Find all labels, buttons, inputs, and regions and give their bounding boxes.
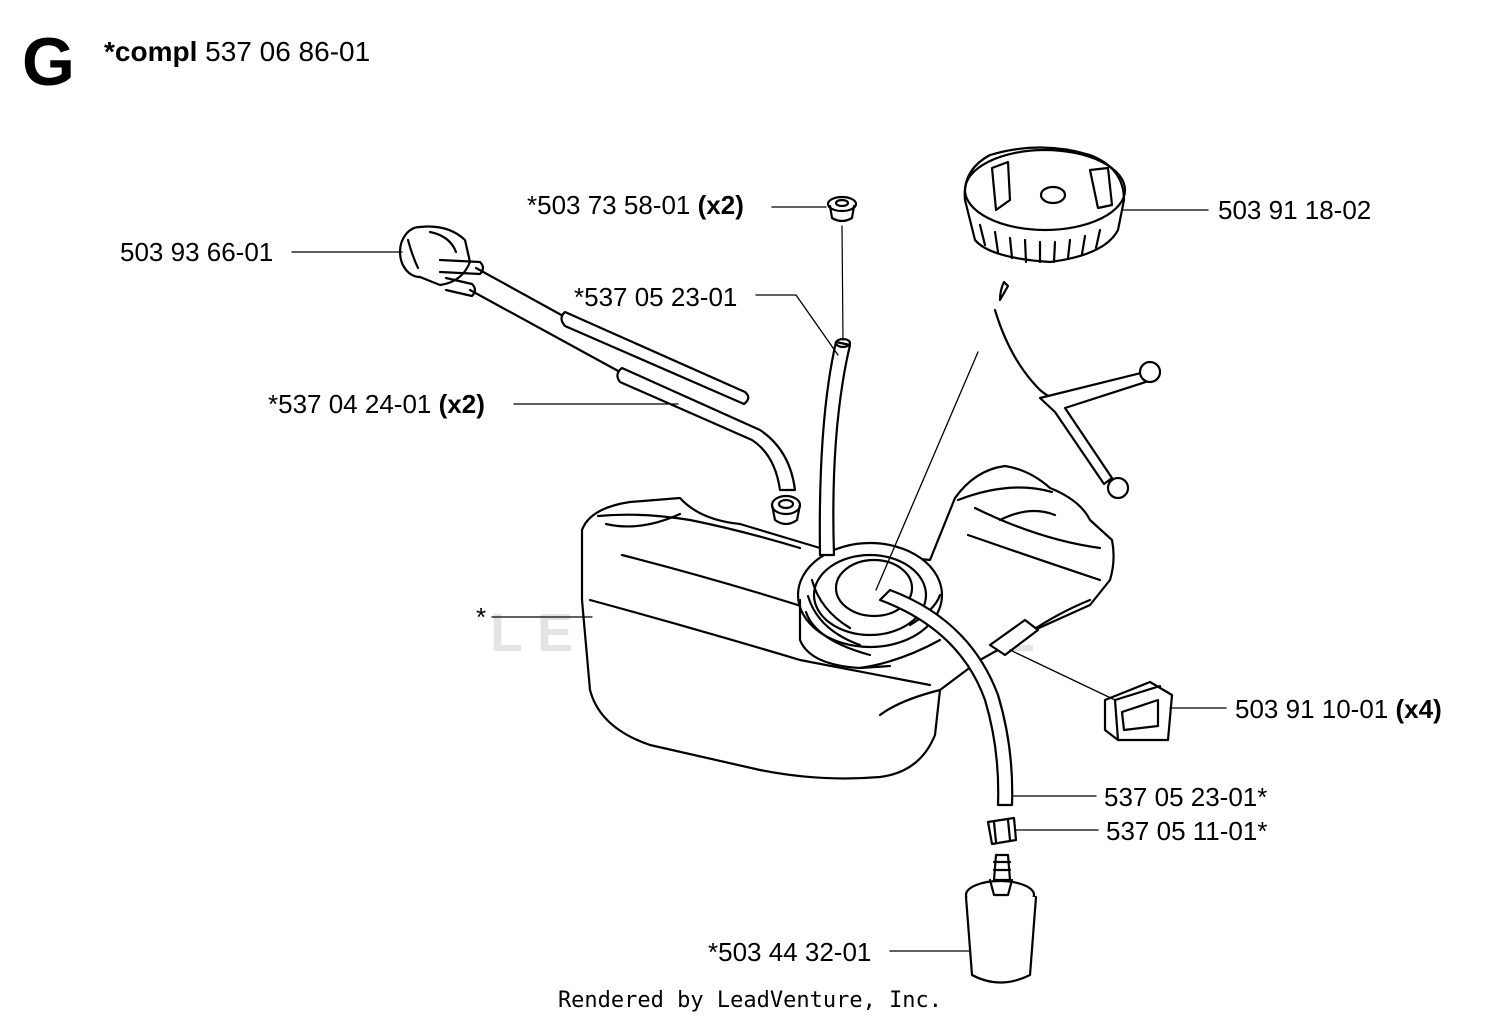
callout-damper-number: 503 91 10-01 xyxy=(1235,694,1389,724)
callout-clamp-label: 537 05 11-01* xyxy=(1106,818,1267,844)
callout-hose-lower-label: 537 05 23-01* xyxy=(1104,784,1267,810)
section-title: *compl 537 06 86-01 xyxy=(104,38,370,66)
fuel-pickup-body-part[interactable] xyxy=(398,225,485,298)
callout-hose-upper-label: *537 05 23-01 xyxy=(574,284,737,310)
callout-plug-number: *503 73 58-01 xyxy=(527,190,691,220)
callout-pickup-number: 503 93 66-01 xyxy=(120,237,274,267)
callout-filter-label: *503 44 32-01 xyxy=(708,939,871,965)
callout-hose-lower-number: 537 05 23-01* xyxy=(1104,782,1268,812)
upper-fuel-hose-part[interactable] xyxy=(818,337,852,557)
callout-damper-qty: (x4) xyxy=(1395,694,1442,724)
fuel-filter-part[interactable] xyxy=(964,853,1038,984)
callout-plug-qty: (x2) xyxy=(697,190,744,220)
hose-clamp-part[interactable] xyxy=(986,816,1018,846)
callout-cap-number: 503 91 18-02 xyxy=(1218,195,1372,225)
lower-fuel-hose-part[interactable] xyxy=(878,588,1014,807)
callout-tubes-label: *537 04 24-01 (x2) xyxy=(268,391,485,417)
callout-damper-label: 503 91 10-01 (x4) xyxy=(1235,696,1442,722)
fuel-tube-pair-part[interactable] xyxy=(468,266,797,492)
section-title-number: 537 06 86-01 xyxy=(205,36,371,67)
callout-tank-label: * xyxy=(476,604,486,630)
callout-tubes-qty: (x2) xyxy=(438,389,485,419)
section-letter: G xyxy=(22,24,75,100)
damper-part[interactable] xyxy=(988,618,1174,742)
leader-lines xyxy=(291,206,1227,952)
grommet-plug-part[interactable] xyxy=(826,195,858,341)
callout-pickup-label: 503 93 66-01 xyxy=(120,239,273,265)
callout-clamp-number: 537 05 11-01* xyxy=(1106,816,1268,846)
section-title-prefix: *compl xyxy=(104,36,198,67)
fuel-tank-part[interactable] xyxy=(580,464,1115,780)
footer-credit: Rendered by LeadVenture, Inc. xyxy=(557,988,943,1013)
callout-tank-number: * xyxy=(476,602,487,632)
callout-tubes-number: *537 04 24-01 xyxy=(268,389,432,419)
callout-hose-upper-number: *537 05 23-01 xyxy=(574,282,738,312)
fuel-cap-part[interactable] xyxy=(963,146,1162,500)
callout-filter-number: *503 44 32-01 xyxy=(708,937,872,967)
callout-plug-label: *503 73 58-01 (x2) xyxy=(527,192,744,218)
callout-cap-label: 503 91 18-02 xyxy=(1218,197,1371,223)
